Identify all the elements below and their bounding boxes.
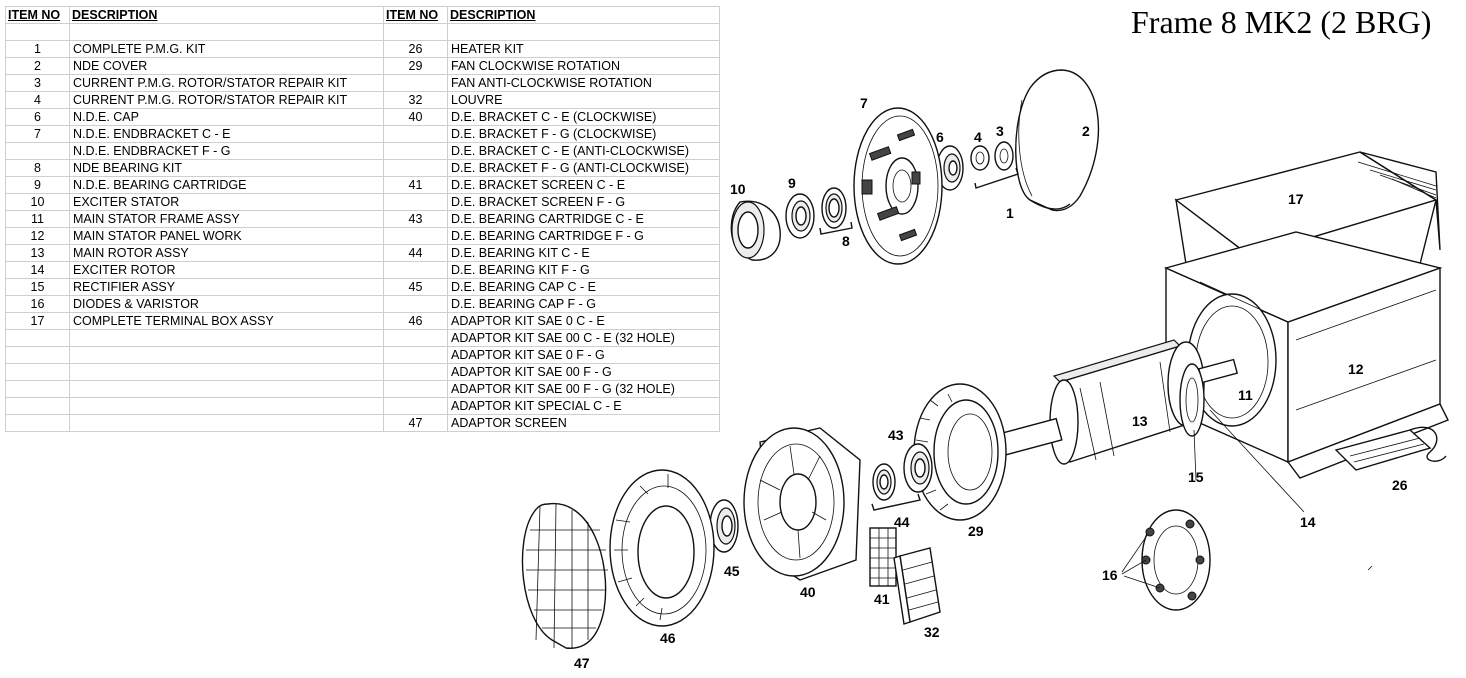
description-cell-2: D.E. BEARING CARTRIDGE C - E [447,210,720,228]
exciter-stator-part [730,200,781,261]
heater-kit-part [1334,426,1447,471]
nde-cap-part [936,145,964,191]
table-row [5,23,720,41]
leader-lines [1193,409,1373,571]
table-row: ADAPTOR KIT SAE 00 C - E (32 HOLE) [5,329,720,347]
nde-cover-part [1015,69,1100,212]
callout-2: 2 [1082,123,1090,139]
description-cell-2: ADAPTOR KIT SAE 00 F - G (32 HOLE) [447,380,720,398]
frame-title: Frame 8 MK2 (2 BRG) [1131,4,1432,40]
table-row: N.D.E. ENDBRACKET F - G D.E. BRACKET C - … [5,142,720,160]
de-bearing-part [871,463,921,511]
bracket-screen-part [869,527,897,587]
description-cell-2: D.E. BRACKET C - E (ANTI-CLOCKWISE) [447,142,720,160]
nde-endbracket-part [853,107,943,265]
callout-12: 12 [1348,361,1364,377]
bearing-kit-bracket [819,221,853,235]
callout-10: 10 [730,181,746,197]
callout-14: 14 [1300,514,1316,530]
adaptor-part [609,469,715,627]
callout-17: 17 [1288,191,1304,207]
description-cell-2: FAN CLOCKWISE ROTATION [447,57,720,75]
fan-part [913,383,1007,521]
table-row: ADAPTOR KIT SAE 00 F - G (32 HOLE) [5,380,720,398]
description-cell-2: ADAPTOR SCREEN [447,414,720,432]
table-row: ADAPTOR KIT SAE 00 F - G [5,363,720,381]
callout-41: 41 [874,591,890,607]
callout-7: 7 [860,95,868,111]
callout-46: 46 [660,630,676,646]
callout-15: 15 [1188,469,1204,485]
description-cell-2: D.E. BEARING KIT C - E [447,244,720,262]
adaptor-screen-part [521,503,608,649]
description-cell: NDE BEARING KIT [69,159,384,177]
description-cell-2: D.E. BRACKET SCREEN C - E [447,176,720,194]
description-cell: N.D.E. ENDBRACKET F - G [69,142,384,160]
description-cell-2: D.E. BRACKET SCREEN F - G [447,193,720,211]
parts-table: ITEM NO DESCRIPTION ITEM NO DESCRIPTION … [5,6,720,432]
callout-16: 16 [1102,567,1118,583]
item-no-cell-2: 29 [383,57,448,75]
callout-45: 45 [724,563,740,579]
description-cell: EXCITER STATOR [69,193,384,211]
nde-bearing-cartridge-part [785,193,815,239]
callout-6: 6 [936,129,944,145]
item-no-cell: 12 [5,227,70,245]
description-cell: N.D.E. BEARING CARTRIDGE [69,176,384,194]
item-no-cell-2: 45 [383,278,448,296]
description-cell-2: ADAPTOR KIT SAE 00 C - E (32 HOLE) [447,329,720,347]
main-rotor-part [994,339,1239,465]
pmg-rotor-part [970,141,1019,189]
de-bearing-cap-part [709,499,739,553]
callout-26: 26 [1392,477,1408,493]
callout-1: 1 [1006,205,1014,221]
callout-4: 4 [974,129,982,145]
callout-47: 47 [574,655,590,671]
description-cell: CURRENT P.M.G. ROTOR/STATOR REPAIR KIT [69,74,384,92]
callout-44: 44 [894,514,910,530]
description-cell-2: HEATER KIT [447,40,720,58]
callout-29: 29 [968,523,984,539]
description-cell: CURRENT P.M.G. ROTOR/STATOR REPAIR KIT [69,91,384,109]
description-cell-2: D.E. BRACKET F - G (CLOCKWISE) [447,125,720,143]
rectifier-assy-part [1121,509,1211,611]
nde-bearing-part [821,187,847,229]
louvre-part [893,547,941,625]
callouts: 1 2 3 4 6 7 8 9 10 11 12 13 14 15 16 17 … [574,95,1408,671]
callout-32: 32 [924,624,940,640]
callout-8: 8 [842,233,850,249]
exciter-rotor-part [1179,363,1205,437]
callout-43: 43 [888,427,904,443]
callout-9: 9 [788,175,796,191]
de-bearing-cartridge-part [903,443,933,493]
callout-3: 3 [996,123,1004,139]
callout-11: 11 [1238,387,1253,403]
callout-13: 13 [1132,413,1148,429]
item-no-cell: 13 [5,244,70,262]
description-cell-2: D.E. BEARING KIT F - G [447,261,720,279]
item-no-cell-2: 47 [383,414,448,432]
callout-40: 40 [800,584,816,600]
de-bracket-part [743,427,861,581]
description-cell-2: ADAPTOR KIT SAE 0 C - E [447,312,720,330]
